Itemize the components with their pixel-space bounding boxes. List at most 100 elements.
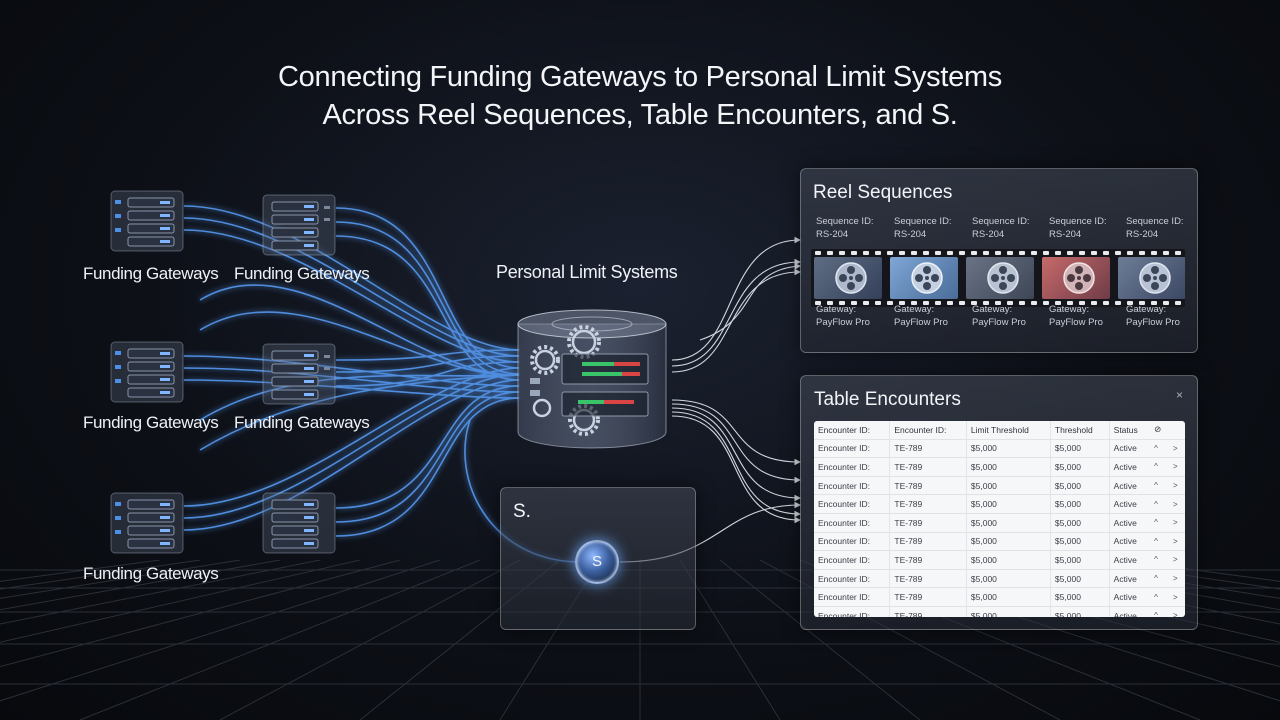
gateway-label: Funding Gateways [83, 564, 219, 583]
gateway-info-label: Gateway: [816, 304, 857, 315]
perforation [875, 301, 881, 305]
perforation [827, 301, 833, 305]
gateway-info: Gateway: PayFlow Pro [1049, 303, 1119, 329]
chevron-up-icon[interactable]: ^ [1150, 513, 1170, 533]
film-reel-icon [1139, 262, 1171, 294]
close-icon[interactable]: × [1175, 388, 1183, 402]
s-panel-title: S. [513, 501, 531, 522]
chevron-right-icon[interactable]: > [1169, 569, 1185, 589]
sequence-column[interactable]: Sequence ID: RS-204 [894, 215, 964, 241]
chevron-up-icon[interactable]: ^ [1150, 606, 1170, 617]
personal-limit-label: Personal Limit Systems [496, 262, 678, 282]
column-header[interactable]: Status [1108, 421, 1151, 440]
gateway-info: Gateway: PayFlow Pro [894, 303, 964, 329]
perforation [1067, 251, 1073, 255]
column-header[interactable]: Threshold [1049, 421, 1110, 440]
gateway-wire [183, 229, 521, 363]
gateway-info: Gateway: PayFlow Pro [1126, 303, 1196, 329]
chevron-up-icon[interactable]: ^ [1150, 439, 1170, 459]
encounters-table: Encounter ID: Encounter ID: Limit Thresh… [814, 421, 1185, 617]
column-header[interactable]: Encounter ID: [889, 421, 967, 440]
chevron-up-icon[interactable]: ^ [1150, 587, 1170, 607]
output-wire [699, 263, 802, 341]
chevron-up-icon[interactable]: ^ [1150, 494, 1170, 514]
sequence-column[interactable]: Sequence ID: RS-204 [1126, 215, 1196, 241]
server-rack-icon [262, 194, 336, 256]
gateway-wire [183, 367, 521, 393]
chevron-up-icon[interactable]: ^ [1150, 569, 1170, 589]
chevron-up-icon[interactable]: ^ [1150, 476, 1170, 496]
sequence-column[interactable]: Sequence ID: RS-204 [1049, 215, 1119, 241]
server-rack-icon [262, 343, 336, 405]
table-cell: Encounter ID: [814, 457, 890, 477]
column-header[interactable]: Encounter ID: [814, 421, 890, 440]
chevron-right-icon[interactable]: > [1169, 494, 1185, 514]
perforation [1175, 301, 1181, 305]
perforation [827, 251, 833, 255]
chevron-right-icon[interactable]: > [1169, 476, 1185, 496]
grid-line [0, 560, 241, 599]
chevron-right-icon[interactable]: > [1169, 457, 1185, 477]
film-reel-icon [835, 262, 867, 294]
gateway-wire [335, 221, 521, 375]
output-wire [671, 258, 802, 367]
chevron-right-icon[interactable]: > [1169, 606, 1185, 617]
table-cell: $5,000 [965, 494, 1051, 514]
perforation [935, 301, 941, 305]
chevron-right-icon[interactable]: > [1169, 439, 1185, 459]
chevron-up-icon[interactable]: ^ [1150, 457, 1170, 477]
table-cell: Active [1108, 587, 1151, 607]
table-cell: Encounter ID: [814, 439, 890, 459]
chevron-up-icon[interactable]: ^ [1150, 550, 1170, 570]
column-header[interactable]: Limit Threshold [965, 421, 1051, 440]
sequence-column[interactable]: Sequence ID: RS-204 [816, 215, 886, 241]
film-frame [1042, 257, 1110, 299]
table-cell: TE-789 [889, 532, 967, 552]
s-node-button[interactable]: S [575, 540, 619, 584]
chevron-right-icon[interactable]: > [1169, 587, 1185, 607]
perforation [1127, 251, 1133, 255]
chevron-right-icon[interactable]: > [1169, 550, 1185, 570]
film-frame [1118, 257, 1185, 299]
perforation [863, 301, 869, 305]
server-rack-icon [262, 492, 336, 554]
film-frame [966, 257, 1034, 299]
chevron-up-icon[interactable]: ^ [1150, 532, 1170, 552]
chevron-right-icon[interactable]: > [1169, 532, 1185, 552]
perforation [1091, 251, 1097, 255]
table-cell: $5,000 [965, 569, 1051, 589]
gateway-wire [335, 235, 521, 381]
table-cell: $5,000 [965, 513, 1051, 533]
gateway-info-value: PayFlow Pro [1049, 317, 1103, 328]
table-cell: $5,000 [1049, 569, 1110, 589]
perforation [1175, 251, 1181, 255]
column-header-icon[interactable]: ⊘ [1150, 421, 1170, 440]
perforation [995, 251, 1001, 255]
grid-line [0, 560, 161, 582]
film-frame [814, 257, 882, 299]
perforation [959, 301, 965, 305]
film-perforations [815, 301, 1181, 305]
perforation [1055, 301, 1061, 305]
grid-line [79, 560, 481, 720]
sequence-column[interactable]: Sequence ID: RS-204 [972, 215, 1042, 241]
table-cell: Active [1108, 494, 1151, 514]
gateway-wire [335, 207, 521, 369]
film-strip [811, 249, 1185, 307]
perforation [851, 301, 857, 305]
grid-line [0, 560, 361, 643]
chevron-right-icon[interactable]: > [1169, 513, 1185, 533]
sequence-id-label: Sequence ID: [1126, 216, 1184, 227]
server-rack-icon [110, 341, 184, 403]
database-cylinder-icon[interactable] [512, 308, 672, 452]
